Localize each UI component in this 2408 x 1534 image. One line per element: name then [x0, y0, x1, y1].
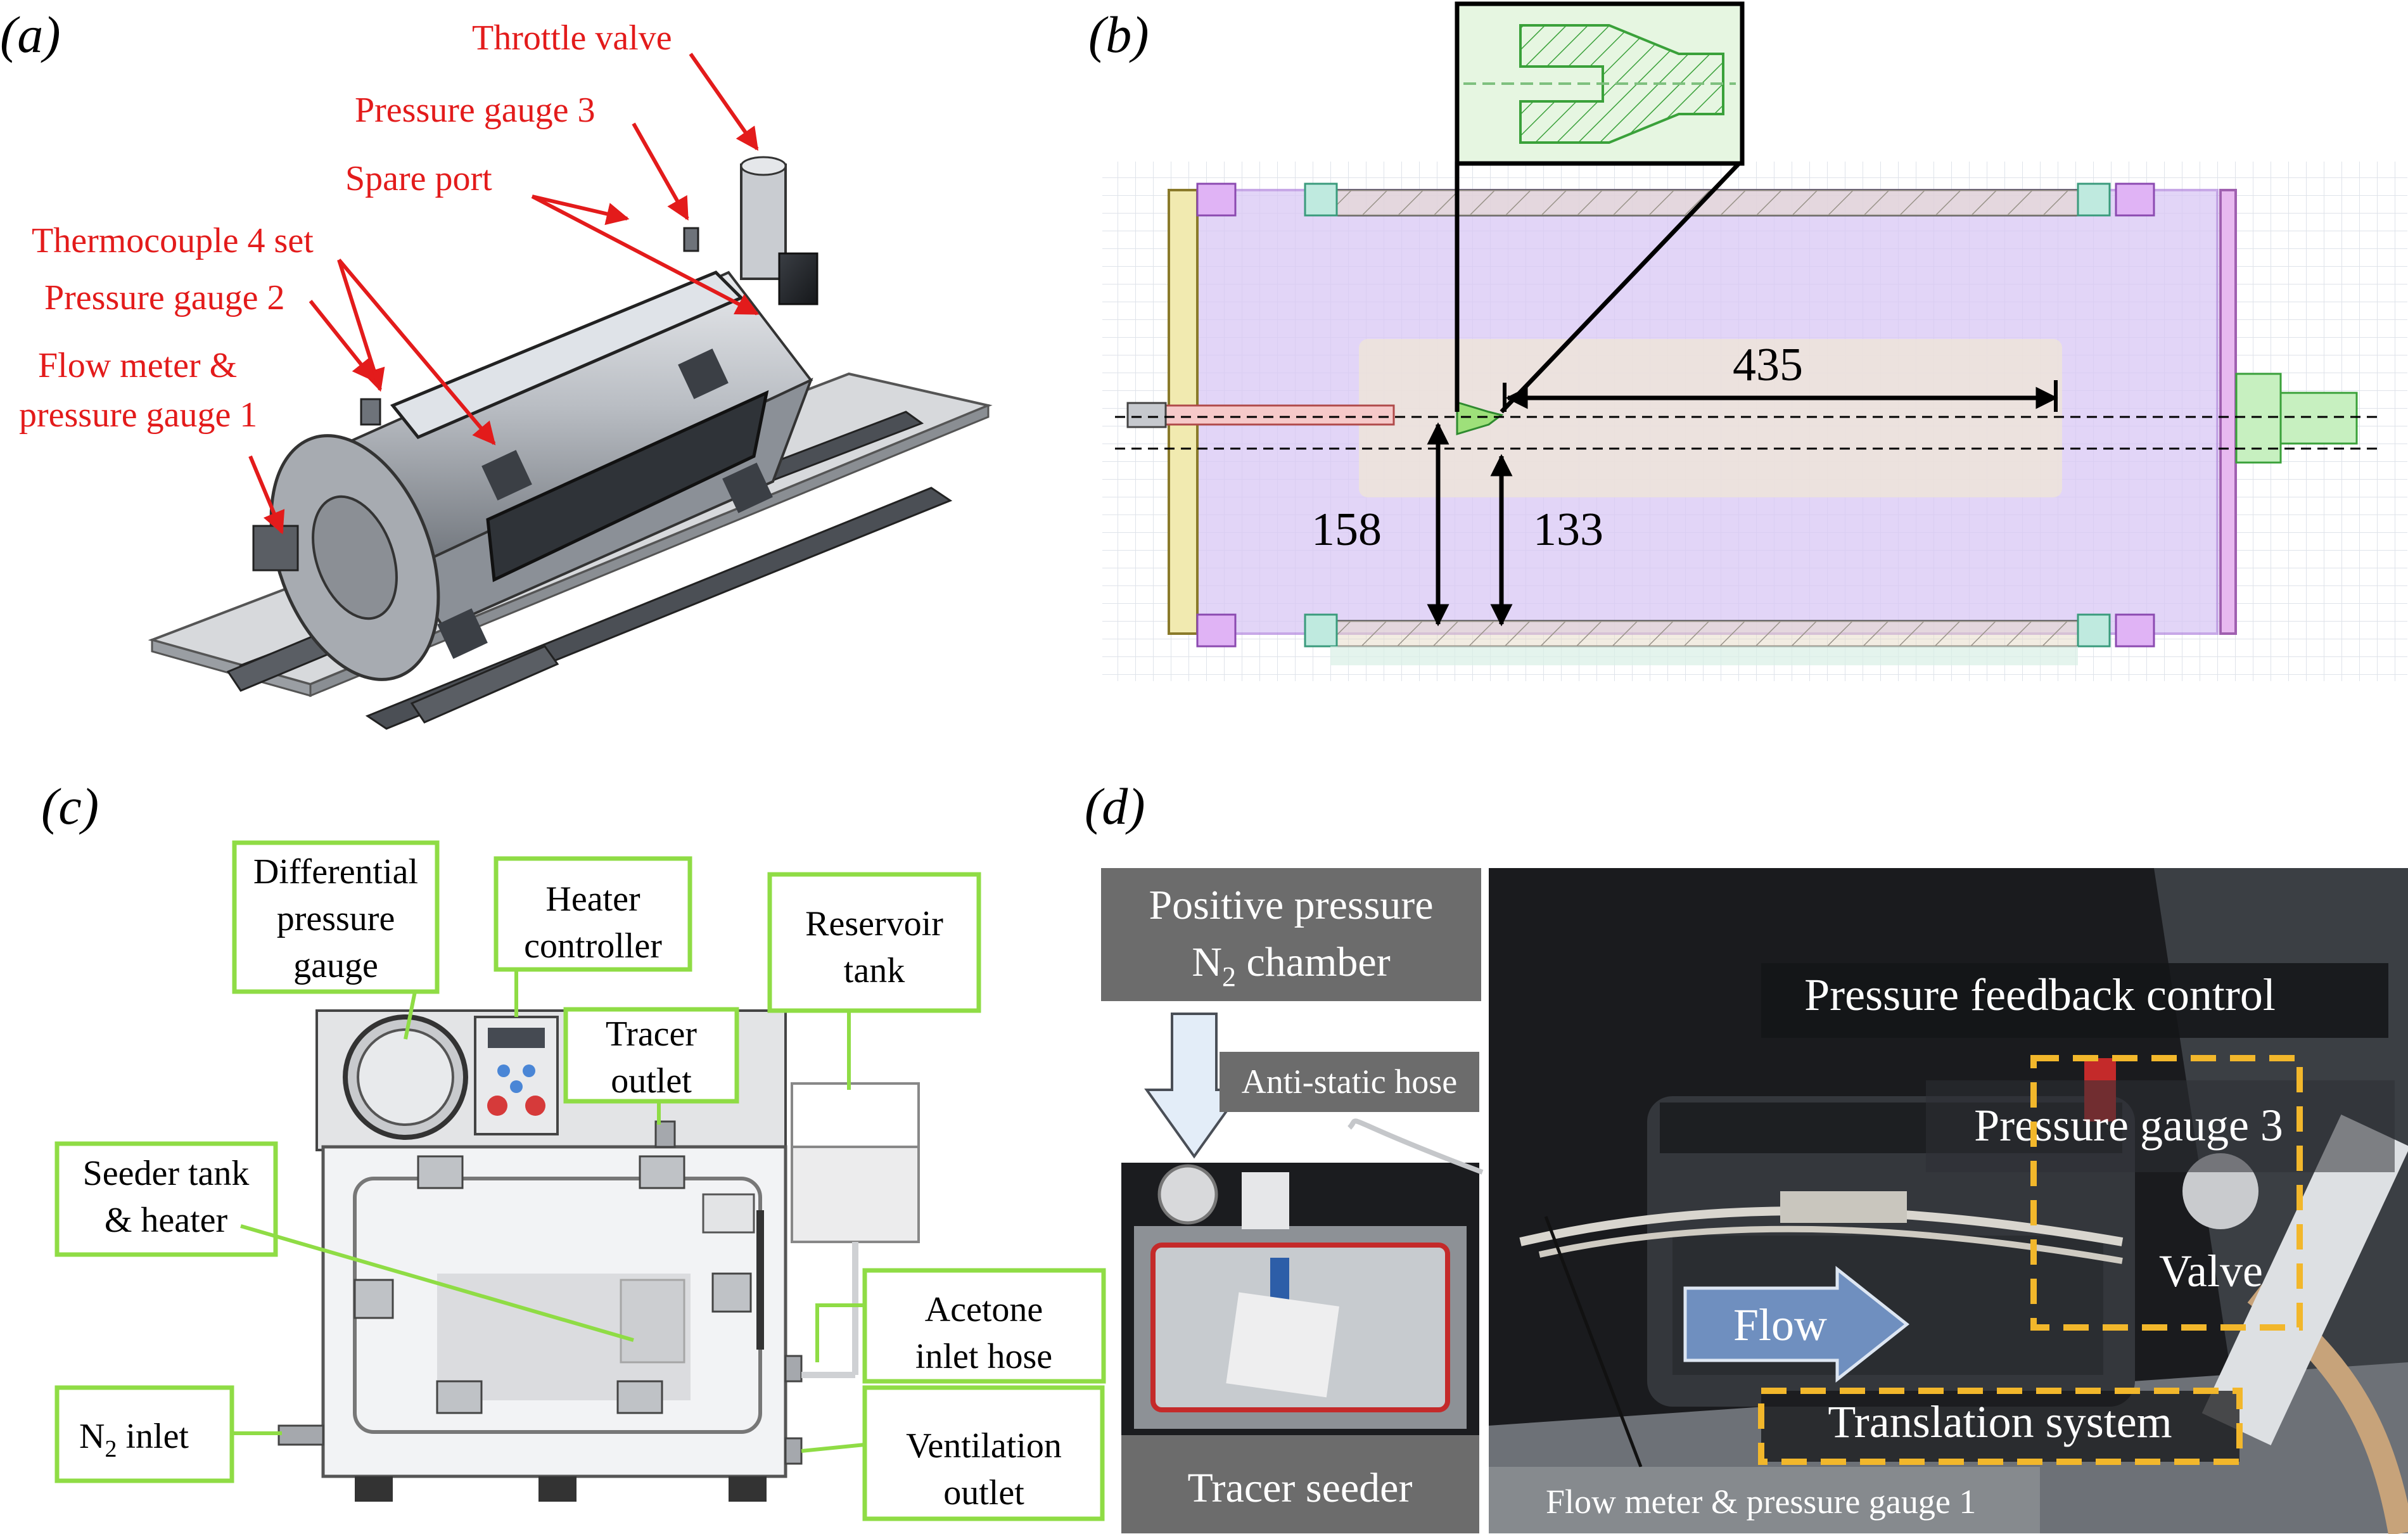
box-differential-l3: gauge — [293, 946, 378, 985]
apparatus-3d-render — [148, 156, 993, 730]
feedback-label-box — [1761, 963, 2388, 1038]
box-tracer-l2: outlet — [611, 1061, 692, 1101]
box-n2-inlet: N2 inlet — [79, 1417, 189, 1462]
box-reservoir-l1: Reservoir — [805, 904, 943, 943]
panel-b-label: (b) — [1088, 6, 1149, 63]
dimension-lines — [1427, 162, 2058, 627]
label-boxes — [54, 840, 1106, 1521]
callout-pressure-gauge-3: Pressure gauge 3 — [355, 91, 595, 130]
callout-arrows — [248, 53, 760, 535]
tracer-seeder-label: Tracer seeder — [1188, 1465, 1413, 1511]
flow-meter-label: Flow meter & pressure gauge 1 — [1546, 1483, 1976, 1521]
tracer-seeder-photo — [1121, 1163, 1479, 1435]
flow-meter-leader — [1544, 1216, 1643, 1467]
flow-meter-label-box — [1489, 1467, 2040, 1533]
box-vent-l2: outlet — [943, 1473, 1024, 1512]
box-tracer-l1: Tracer — [606, 1014, 697, 1054]
box-acetone-l1: Acetone — [925, 1290, 1043, 1329]
callout-flow-meter-line2: pressure gauge 1 — [19, 395, 257, 435]
anti-static-hose-label: Anti-static hose — [1242, 1063, 1457, 1101]
panel-a: (a) — [0, 6, 993, 730]
chamber-l1: Positive pressure — [1149, 882, 1433, 928]
flow-label: Flow — [1733, 1300, 1827, 1350]
box-seeder-l1: Seeder tank — [83, 1154, 250, 1193]
pg3-label-box — [1926, 1080, 2395, 1172]
dimension-133: 133 — [1533, 504, 1603, 556]
pressure-feedback-control-label: Pressure feedback control — [1804, 969, 2276, 1020]
anti-static-hose-box — [1220, 1052, 1479, 1112]
translation-system-highlight — [1758, 1388, 2243, 1465]
box-acetone-l2: inlet hose — [915, 1337, 1052, 1376]
box-vent-l1: Ventilation — [906, 1426, 1062, 1466]
nozzle-detail-inset — [1455, 1, 1745, 166]
box-reservoir-l2: tank — [844, 951, 905, 990]
leader-lines — [232, 969, 865, 1453]
callout-throttle-valve: Throttle valve — [472, 18, 672, 58]
translation-label-bg — [1761, 1391, 2239, 1462]
chamber-l2: N2 chamber — [1192, 939, 1390, 992]
cross-section-drawing — [1102, 162, 2407, 681]
chamber-label-box — [1101, 868, 1481, 1001]
callout-spare-port: Spare port — [345, 159, 492, 198]
callout-flow-meter-line1: Flow meter & — [38, 346, 237, 385]
callout-pressure-gauge-2: Pressure gauge 2 — [44, 278, 284, 317]
box-heater-l1: Heater — [545, 879, 640, 919]
valve-label: Valve — [2159, 1246, 2263, 1296]
tracer-seeder-drawing — [277, 1009, 920, 1502]
box-heater-l2: controller — [524, 926, 662, 966]
pressure-gauge-3-label: Pressure gauge 3 — [1974, 1100, 2283, 1151]
pressure-gauge-highlight — [2030, 1055, 2303, 1331]
callout-thermocouple-4-set: Thermocouple 4 set — [32, 221, 314, 260]
down-arrow-icon — [1144, 1013, 1244, 1159]
panel-d: (d) Positive pressure N2 chamber Anti-st… — [1085, 777, 2408, 1534]
box-seeder-l2: & heater — [105, 1201, 228, 1240]
panel-a-label: (a) — [0, 6, 61, 63]
flow-arrow-icon — [1683, 1265, 1910, 1383]
panel-c-label: (c) — [41, 777, 99, 835]
panel-d-label: (d) — [1085, 777, 1145, 835]
box-differential-l2: pressure — [277, 899, 395, 938]
panel-c: (c) — [41, 777, 1106, 1521]
tracer-seeder-label-box — [1121, 1435, 1479, 1533]
translation-system-label: Translation system — [1828, 1397, 2172, 1447]
dimension-435: 435 — [1733, 339, 1803, 391]
panel-b: (b) — [1088, 1, 2407, 681]
dimension-158: 158 — [1311, 504, 1382, 556]
box-differential-l1: Differential — [253, 852, 418, 892]
